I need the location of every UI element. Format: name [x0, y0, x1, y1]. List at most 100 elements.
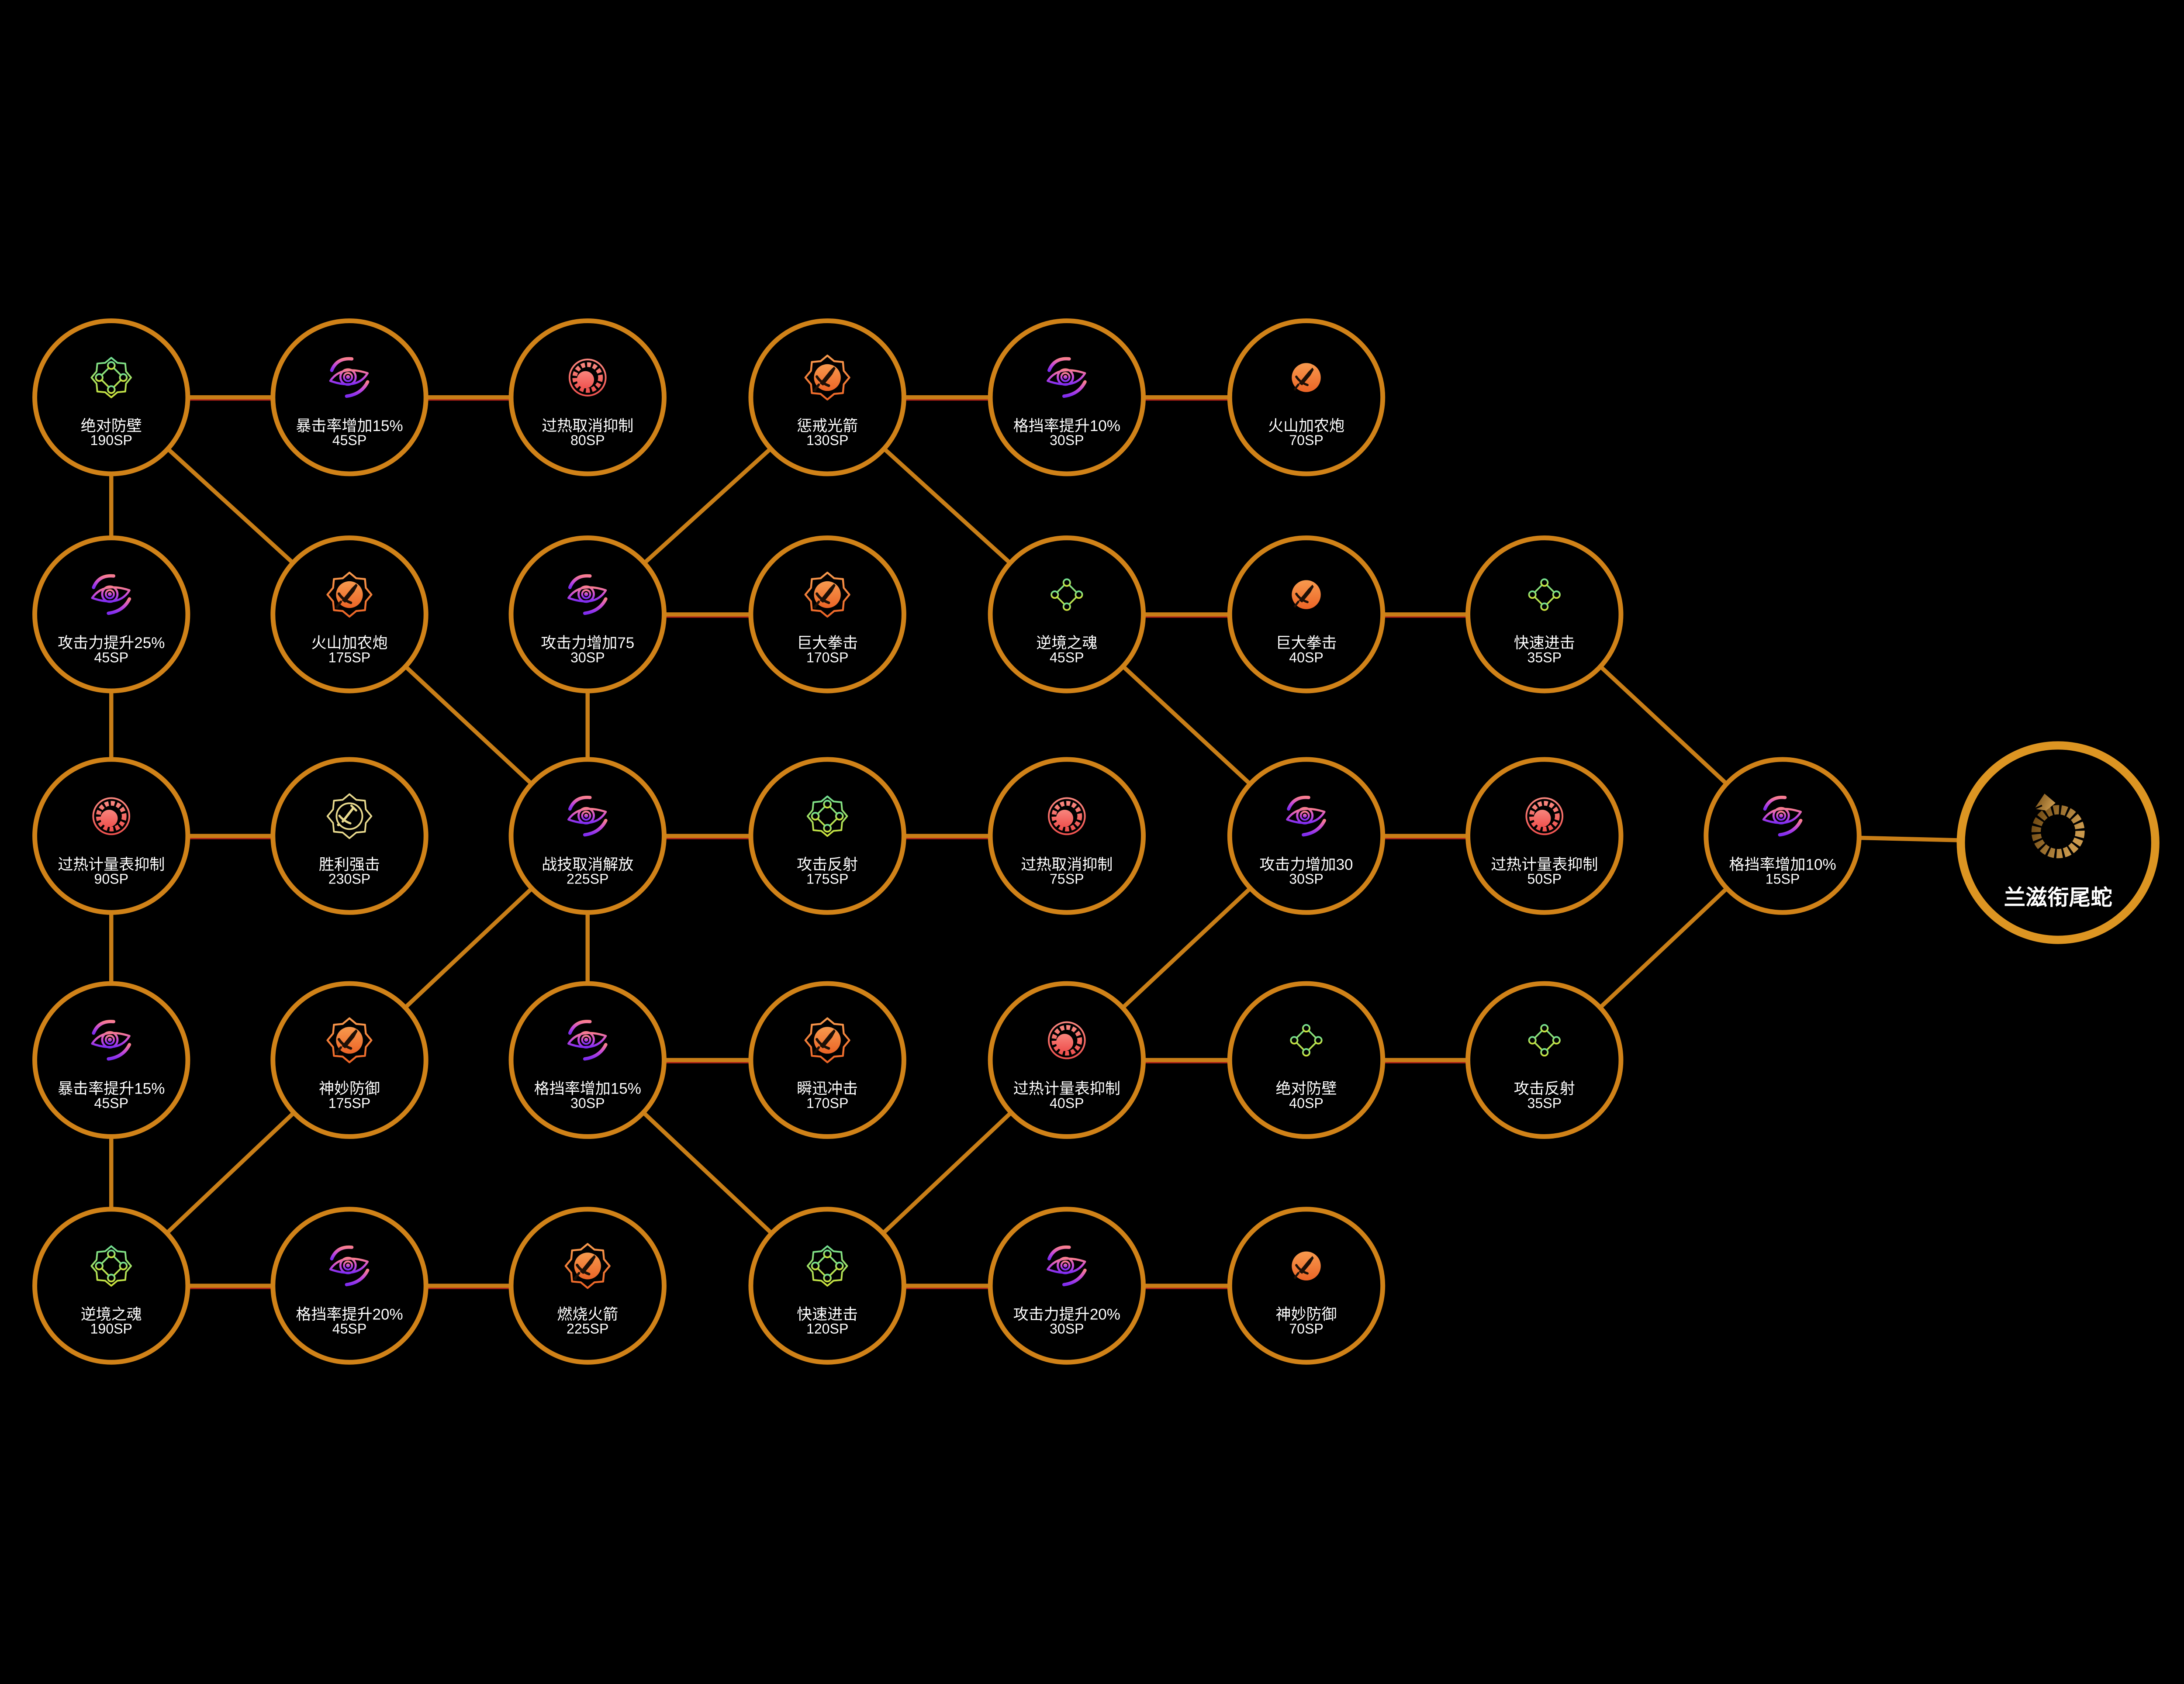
skill-node-d3[interactable]: 格挡率增加15%30SP [508, 981, 667, 1139]
node-label: 绝对防壁 [81, 418, 142, 435]
node-ring [1227, 535, 1386, 694]
skill-links-layer [109, 395, 1959, 1289]
node-label: 火山加农炮 [1268, 418, 1344, 435]
sword-circle-icon [1292, 363, 1320, 392]
skill-node-c8[interactable]: 格挡率增加10%15SP [1704, 757, 1862, 915]
node-sp-cost: 30SP [1050, 432, 1084, 448]
node-label: 攻击反射 [797, 856, 858, 873]
node-label: 攻击反射 [1514, 1080, 1575, 1097]
node-ring [1465, 757, 1624, 915]
skill-link-a4-b5 [884, 448, 1010, 563]
skill-link-b3-b4 [666, 612, 749, 618]
skill-node-d1[interactable]: 暴击率提升15%45SP [32, 981, 190, 1139]
node-label: 逆境之魂 [1036, 635, 1097, 652]
skill-node-boss[interactable]: 兰滋衔尾蛇 [1956, 741, 2160, 944]
node-ring [32, 757, 190, 915]
skill-link-c8-boss [1861, 835, 1959, 842]
node-label: 过热计量表抑制 [1491, 856, 1598, 873]
skill-link-e4-e5 [905, 1284, 988, 1289]
node-ring [748, 981, 906, 1139]
skill-link-b7-c8 [1600, 666, 1727, 784]
skill-link-b5-b6 [1145, 612, 1228, 618]
node-ring [1227, 1207, 1386, 1365]
node-sp-cost: 45SP [94, 649, 128, 665]
skill-node-b1[interactable]: 攻击力提升25%45SP [32, 535, 190, 694]
skill-link-b2-c3 [405, 666, 532, 784]
node-ring [748, 318, 906, 476]
node-label: 快速进击 [797, 1306, 858, 1323]
node-label: 瞬迅冲击 [797, 1080, 858, 1097]
node-label: 胜利强击 [319, 856, 380, 873]
node-sp-cost: 170SP [806, 1095, 848, 1111]
node-label: 兰滋衔尾蛇 [2004, 885, 2112, 910]
node-sp-cost: 75SP [1050, 871, 1084, 887]
skill-link-d5-e4 [883, 1112, 1011, 1234]
skill-node-a5[interactable]: 格挡率提升10%30SP [988, 318, 1146, 476]
node-sp-cost: 40SP [1289, 649, 1324, 665]
skill-link-c6-c7 [1385, 834, 1466, 839]
node-label: 过热取消抑制 [1021, 856, 1113, 873]
skill-link-e1-e2 [190, 1284, 271, 1289]
node-ring [270, 535, 429, 694]
node-label: 过热计量表抑制 [1013, 1080, 1120, 1097]
node-label: 攻击力增加30 [1259, 856, 1353, 873]
node-sp-cost: 175SP [806, 871, 848, 887]
skill-link-a1-b2 [168, 449, 293, 563]
node-label: 绝对防壁 [1275, 1080, 1337, 1097]
node-label: 攻击力提升25% [58, 635, 165, 652]
skill-link-c3-c4 [666, 834, 749, 839]
skill-node-e5[interactable]: 攻击力提升20%30SP [988, 1207, 1146, 1365]
node-sp-cost: 45SP [1050, 649, 1084, 665]
node-sp-cost: 15SP [1766, 871, 1800, 887]
node-ring [270, 757, 429, 915]
node-sp-cost: 45SP [332, 432, 367, 448]
skill-link-e5-e6 [1145, 1284, 1228, 1289]
skill-node-a2[interactable]: 暴击率增加15%45SP [270, 318, 429, 476]
node-sp-cost: 30SP [570, 1095, 605, 1111]
node-sp-cost: 70SP [1289, 432, 1324, 448]
skill-node-e2[interactable]: 格挡率提升20%45SP [270, 1207, 429, 1365]
skill-link-d2-e1 [166, 1112, 294, 1233]
skill-link-d3-e4 [643, 1112, 772, 1234]
node-ring [508, 1207, 667, 1365]
node-sp-cost: 90SP [94, 871, 128, 887]
skill-link-e2-e3 [428, 1284, 509, 1289]
skill-link-c6-d5 [1123, 888, 1251, 1008]
node-label: 过热取消抑制 [542, 418, 633, 435]
node-sp-cost: 40SP [1289, 1095, 1324, 1111]
skill-link-d6-d7 [1385, 1058, 1466, 1063]
node-label: 格挡率增加15% [534, 1080, 641, 1097]
node-sp-cost: 30SP [1050, 1321, 1084, 1337]
node-label: 过热计量表抑制 [58, 856, 165, 873]
node-sp-cost: 40SP [1050, 1095, 1084, 1111]
node-label: 格挡率提升10% [1013, 418, 1120, 435]
